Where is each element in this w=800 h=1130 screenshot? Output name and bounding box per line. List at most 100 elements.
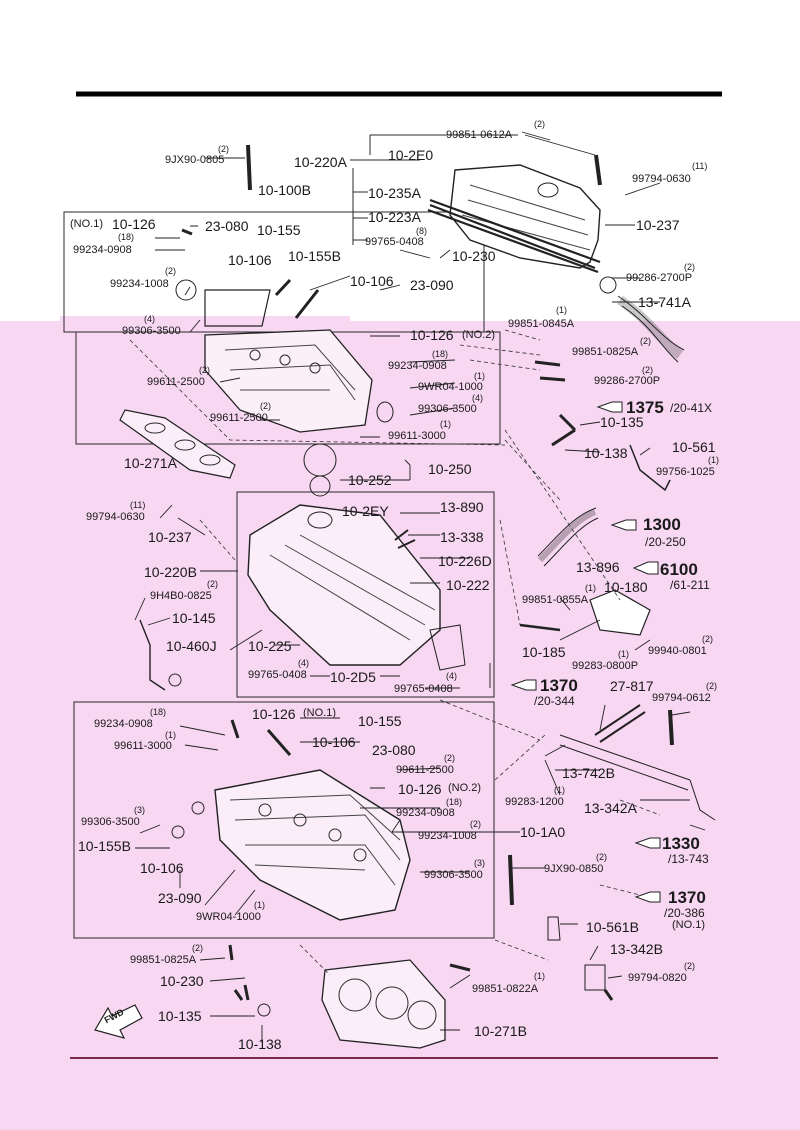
part-99794-0630-top: 99794-0630 (632, 173, 691, 185)
part-10-155b-top: 10-155B (288, 248, 341, 264)
part-10-185: 10-185 (522, 644, 566, 660)
qty-9wr04-1000-top: (1) (474, 371, 485, 381)
part-23-090-low: 23-090 (158, 890, 202, 906)
ref-1375[interactable]: 1375 (626, 398, 664, 417)
part-99851-0825a-r: 99851-0825A (572, 346, 639, 358)
qty-9jx90-0805: (2) (218, 144, 229, 154)
qty-99286-2700p-r: (2) (642, 365, 653, 375)
qty-99306-3500-mid: (4) (472, 393, 483, 403)
part-10-230-top: 10-230 (452, 248, 496, 264)
qty-99765-0408-m: (4) (298, 658, 309, 668)
part-10-106b-top: 10-106 (350, 273, 394, 289)
cylinder-head-upper (204, 329, 373, 433)
part-10-252: 10-252 (348, 472, 392, 488)
part-99234-0908-top: 99234-0908 (73, 244, 132, 256)
part-99306-3500-top: 99306-3500 (122, 325, 181, 337)
gasket-271a (119, 409, 236, 479)
part-10-271b: 10-271B (474, 1023, 527, 1039)
qty-99234-1008-low: (2) (470, 819, 481, 829)
group-box-cover (236, 491, 495, 698)
part-10-226d: 10-226D (438, 553, 492, 569)
qty-9h4b0-0825: (2) (207, 579, 218, 589)
part-10-561: 10-561 (672, 439, 716, 455)
part-10-126-top: 10-126 (112, 216, 156, 232)
qty-99283-1200: (1) (554, 785, 565, 795)
part-10-1a0: 10-1A0 (520, 824, 566, 840)
part-13-342a: 13-342A (584, 800, 637, 816)
qty-99234-0908-mid: (18) (432, 349, 449, 359)
part-10-225: 10-225 (248, 638, 292, 654)
qty-99234-1008-top: (2) (165, 266, 176, 276)
qty-99283-0800p: (1) (618, 649, 629, 659)
qty-9wr04-1000-low: (1) (254, 900, 265, 910)
part-99286-2700p-top: 99286-2700P (626, 272, 693, 284)
part-9h4b0-0825: 9H4B0-0825 (150, 590, 212, 602)
part-10-2e0: 10-2E0 (388, 147, 434, 163)
ref-1300[interactable]: 1300 (643, 515, 681, 534)
ref-1370-b-no1: (NO.1) (672, 919, 705, 931)
part-13-741a: 13-741A (638, 294, 691, 310)
part-10-126-no2: 10-126 (410, 327, 454, 343)
qty-99306-3500-top: (4) (144, 314, 155, 324)
part-10-271a: 10-271A (124, 455, 177, 471)
part-10-237-l: 10-237 (148, 529, 192, 545)
qty-99306-3500-low2: (3) (474, 858, 485, 868)
egr-valve (589, 589, 651, 636)
part-10-230-low: 10-230 (160, 973, 204, 989)
qty-99765-0408-top: (8) (416, 226, 427, 236)
part-10-237-top: 10-237 (636, 217, 680, 233)
part-99765-0408-m: 99765-0408 (248, 669, 307, 681)
part-99286-2700p-r: 99286-2700P (594, 375, 661, 387)
part-10-126-no1-low: 10-126 (252, 706, 296, 722)
part-13-342b: 13-342B (610, 941, 663, 957)
part-99794-0630-l: 99794-0630 (86, 511, 145, 523)
part-10-138-top: 10-138 (584, 445, 628, 461)
part-99851-0825a-low: 99851-0825A (130, 954, 197, 966)
part-10-100b: 10-100B (258, 182, 311, 198)
part-27-817: 27-817 (610, 678, 654, 694)
part-10-235a: 10-235A (368, 185, 421, 201)
part-10-106-low2: 10-106 (140, 860, 184, 876)
qty-99794-0630-l: (11) (130, 500, 146, 510)
qty-99756-1025: (1) (708, 455, 719, 465)
qty-99851-0825a-r: (2) (640, 336, 651, 346)
ref-1370-a[interactable]: 1370 (540, 676, 578, 695)
qty-99765-0408-r: (4) (446, 671, 457, 681)
part-13-896: 13-896 (576, 559, 620, 575)
part-10-138-low: 10-138 (238, 1036, 282, 1052)
part-10-561b: 10-561B (586, 919, 639, 935)
part-99611-2500-a: 99611-2500 (147, 376, 205, 388)
part-10-220b: 10-220B (144, 564, 197, 580)
part-13-890: 13-890 (440, 499, 484, 515)
ref-6100[interactable]: 6100 (660, 560, 698, 579)
part-10-135-low: 10-135 (158, 1008, 202, 1024)
part-99611-2500-b: 99611-2500 (210, 412, 268, 424)
qty-99611-3000-top: (1) (440, 419, 451, 429)
part-9wr04-1000-top: 9WR04-1000 (418, 381, 483, 393)
part-23-080-top: 23-080 (205, 218, 249, 234)
part-99234-0908-low: 99234-0908 (94, 718, 153, 730)
part-10-155-top: 10-155 (257, 222, 301, 238)
qty-99611-3000-low: (1) (165, 730, 176, 740)
part-99611-3000-low: 99611-3000 (114, 740, 172, 752)
part-10-223a: 10-223A (368, 209, 421, 225)
part-10-126-no2-low: 10-126 (398, 781, 442, 797)
ref-1330[interactable]: 1330 (662, 834, 700, 853)
part-99234-1008-low: 99234-1008 (418, 830, 477, 842)
part-10-155-low: 10-155 (358, 713, 402, 729)
qty-99306-3500-low: (3) (134, 805, 145, 815)
gasket-271b (321, 959, 446, 1049)
label-no2: (NO.2) (462, 329, 495, 341)
part-10-135-top: 10-135 (600, 414, 644, 430)
part-10-106-top: 10-106 (228, 252, 272, 268)
label-no2-low: (NO.2) (448, 782, 481, 794)
label-no1-low: (NO.1) (303, 707, 336, 719)
part-23-080-low: 23-080 (372, 742, 416, 758)
ref-1370-b[interactable]: 1370 (668, 888, 706, 907)
part-99851-0855a: 99851-0855A (522, 594, 589, 606)
part-10-155b-low: 10-155B (78, 838, 131, 854)
part-99851-0612a: 99851-0612A (446, 129, 513, 141)
ref-1375-sub: /20-41X (670, 401, 713, 415)
part-13-338: 13-338 (440, 529, 484, 545)
